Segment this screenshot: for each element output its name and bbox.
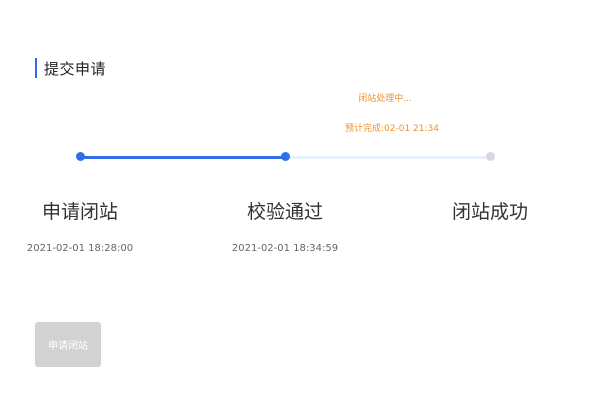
progress-track-completed — [80, 156, 285, 159]
progress-track-pending — [285, 156, 490, 159]
step-dot-closed — [485, 152, 495, 161]
step-dot-apply — [75, 152, 85, 161]
status-processing-text: 闭站处理中... — [358, 94, 412, 104]
step-label-apply: 申请闭站 — [41, 201, 118, 223]
section-accent-bar — [35, 58, 37, 78]
step-label-closed: 闭站成功 — [451, 201, 528, 223]
section-title: 提交申请 — [44, 59, 107, 78]
step-dot-verified — [280, 152, 290, 161]
step-time-apply: 2021-02-01 18:28:00 — [26, 243, 134, 254]
section-header: 提交申请 — [35, 57, 106, 79]
step-time-verified: 2021-02-01 18:34:59 — [231, 243, 339, 254]
status-eta-text: 预计完成:02-01 21:34 — [345, 124, 439, 134]
step-label-verified: 校验通过 — [246, 201, 323, 223]
apply-close-button[interactable]: 申请闭站 — [35, 322, 101, 367]
